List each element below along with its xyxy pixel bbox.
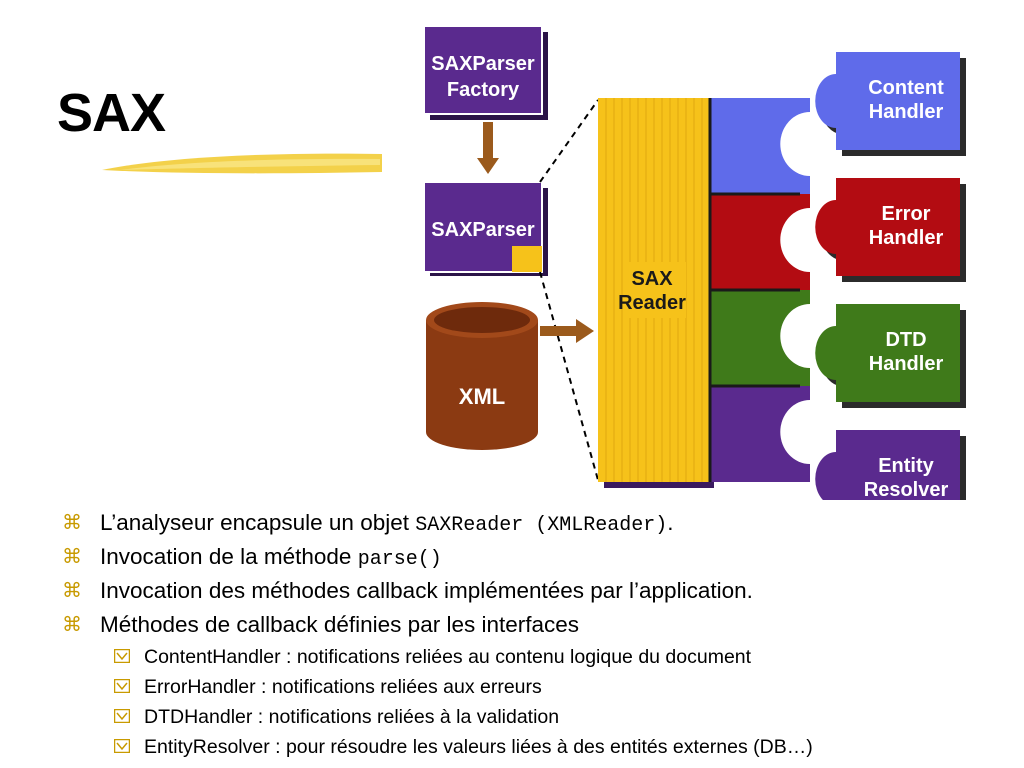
xml-cylinder: XML	[426, 302, 538, 450]
factory-label-line1: SAXParser	[431, 53, 535, 75]
content-handler-line2: Handler	[869, 101, 944, 123]
error-handler-line2: Handler	[869, 227, 944, 249]
checkbox-bullet-icon	[114, 739, 130, 753]
factory-to-parser-arrow	[477, 122, 499, 174]
bullet-item: ⌘ Invocation de la méthode parse()	[62, 540, 1002, 574]
dtd-handler-line2: Handler	[869, 353, 944, 375]
slide-title: SAX	[57, 83, 166, 143]
bullet-code: parse()	[357, 548, 442, 571]
sub-bullet-item: ContentHandler : notifications reliées a…	[114, 642, 1002, 672]
checkbox-bullet-icon	[114, 649, 130, 663]
xml-to-reader-arrow	[540, 319, 594, 343]
content-handler-line1: Content	[868, 77, 944, 99]
sub-bullet-item: DTDHandler : notifications reliées à la …	[114, 702, 1002, 732]
sub-bullet-text: ErrorHandler : notifications reliées aux…	[144, 676, 542, 698]
saxparser-label: SAXParser	[431, 219, 535, 241]
command-bullet-icon: ⌘	[62, 580, 82, 602]
command-bullet-icon: ⌘	[62, 614, 82, 636]
title-underline-swoosh	[102, 153, 382, 174]
entity-resolver-line2: Resolver	[864, 479, 949, 500]
dtd-handler-line1: DTD	[885, 329, 926, 351]
handler-sockets	[708, 98, 810, 482]
xml-label: XML	[459, 384, 505, 409]
bullet-item: ⌘ Invocation des méthodes callback implé…	[62, 574, 1002, 608]
sax-reader-block: SAX Reader	[598, 98, 714, 488]
bullet-list: ⌘ L’analyseur encapsule un objet SAXRead…	[62, 506, 1002, 762]
factory-label-line2: Factory	[447, 79, 520, 101]
bullet-text: Méthodes de callback définies par les in…	[100, 612, 580, 637]
bullet-item: ⌘ Méthodes de callback définies par les …	[62, 608, 1002, 642]
sub-bullet-text: EntityResolver : pour résoudre les valeu…	[144, 736, 813, 758]
sub-bullet-text: ContentHandler : notifications reliées a…	[144, 646, 752, 668]
entity-resolver-tile: Entity Resolver	[815, 430, 966, 500]
entity-resolver-line1: Entity	[878, 455, 934, 477]
sub-bullet-item: EntityResolver : pour résoudre les valeu…	[114, 732, 1002, 762]
checkbox-bullet-icon	[114, 709, 130, 723]
saxparser-box: SAXParser	[423, 181, 548, 276]
content-handler-tile: Content Handler	[815, 52, 966, 156]
saxparser-factory-box: SAXParser Factory	[423, 25, 548, 120]
sub-bullet-item: ErrorHandler : notifications reliées aux…	[114, 672, 1002, 702]
command-bullet-icon: ⌘	[62, 546, 82, 568]
command-bullet-icon: ⌘	[62, 512, 82, 534]
bullet-text: L’analyseur encapsule un objet	[100, 510, 416, 535]
checkbox-bullet-icon	[114, 679, 130, 693]
bullet-tail: .	[667, 510, 674, 535]
sax-architecture-diagram: SAXParser Factory SAXParser XML	[423, 25, 966, 500]
error-handler-line1: Error	[882, 203, 931, 225]
bullet-code: SAXReader (XMLReader)	[415, 514, 668, 537]
sub-bullet-text: DTDHandler : notifications reliées à la …	[144, 706, 560, 728]
bullet-item: ⌘ L’analyseur encapsule un objet SAXRead…	[62, 506, 1002, 540]
sax-reader-label-line2: Reader	[618, 292, 686, 314]
bullet-text: Invocation de la méthode	[100, 544, 358, 569]
sax-reader-label-line1: SAX	[631, 268, 673, 290]
error-handler-tile: Error Handler	[815, 178, 966, 282]
dtd-handler-tile: DTD Handler	[815, 304, 966, 408]
bullet-text: Invocation des méthodes callback impléme…	[100, 578, 753, 603]
